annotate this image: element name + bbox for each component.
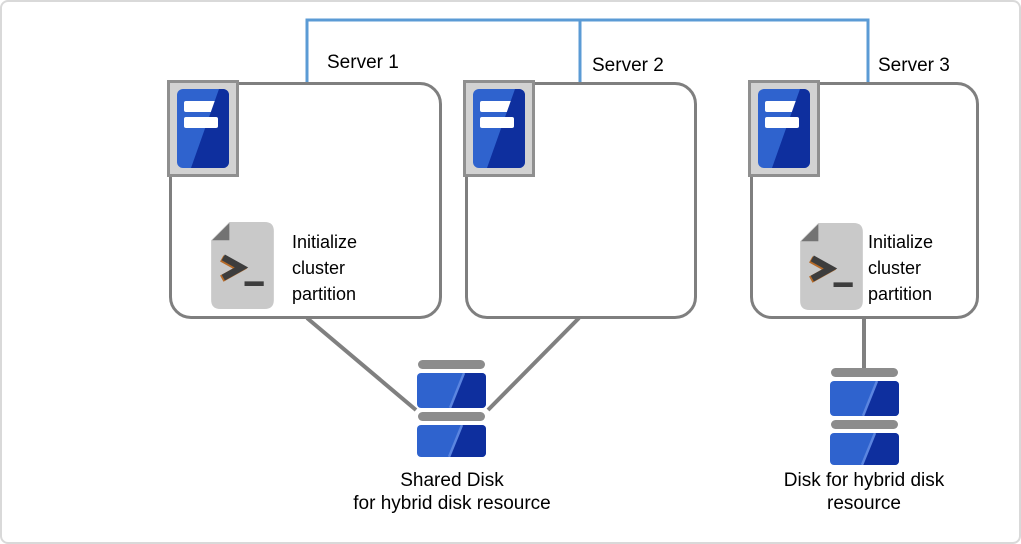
disk-icon — [416, 360, 487, 457]
server3-label: Server 3 — [878, 55, 950, 76]
server-tower-icon — [167, 80, 239, 177]
script-file-icon — [208, 220, 277, 311]
connector-server1-shared-disk — [305, 316, 418, 412]
disk-icon — [829, 368, 900, 465]
script-file-icon — [797, 221, 866, 312]
hybrid-disk-label: Disk for hybrid disk resource — [783, 470, 945, 514]
server-tower-icon — [463, 80, 535, 177]
shared-disk-label: Shared Disk for hybrid disk resource — [353, 470, 551, 514]
network-line — [305, 18, 870, 82]
server3-script-label: Initialize cluster partition — [868, 232, 934, 304]
server2-box — [465, 82, 697, 319]
server1-label: Server 1 — [327, 52, 399, 73]
server2-label: Server 2 — [592, 55, 664, 76]
connector-server2-shared-disk — [486, 316, 581, 412]
server-tower-icon — [748, 80, 820, 177]
server1-script-label: Initialize cluster partition — [292, 232, 358, 304]
